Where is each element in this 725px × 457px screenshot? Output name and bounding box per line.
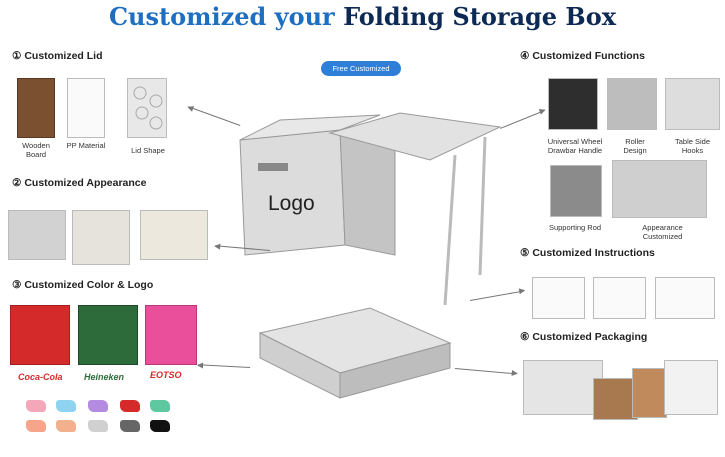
appearance-box-grey bbox=[8, 210, 66, 260]
swatch-red bbox=[120, 400, 140, 412]
swatch-peach bbox=[56, 420, 76, 432]
table-side-hooks-image bbox=[665, 78, 720, 130]
caption-supporting-rod: Supporting Rod bbox=[548, 223, 602, 232]
arrow-to-color bbox=[198, 364, 251, 368]
roller-image bbox=[607, 78, 657, 130]
folding-box-with-table bbox=[239, 112, 502, 306]
caption-table-side-hooks: Table Side Hooks bbox=[674, 137, 711, 155]
appearance-box-open bbox=[140, 210, 208, 260]
instruction-sheet-2 bbox=[593, 277, 646, 319]
section-customized-instructions: ⑤ Customized Instructions bbox=[520, 247, 655, 259]
swatch-black bbox=[150, 420, 170, 432]
swatch-dark-grey bbox=[120, 420, 140, 432]
swatch-light-grey bbox=[88, 420, 108, 432]
packaging-carton bbox=[632, 368, 667, 418]
arrow-to-packaging bbox=[454, 368, 517, 375]
folded-box-image bbox=[258, 307, 452, 399]
caption-lid-shape: Lid Shape bbox=[131, 146, 165, 155]
pink-box-image bbox=[145, 305, 197, 365]
caption-appearance-customized: Appearance Customized bbox=[642, 223, 683, 241]
section-customized-appearance: ② Customized Appearance bbox=[12, 177, 147, 189]
appearance-box-window bbox=[72, 210, 130, 265]
box-logo-label: Logo bbox=[268, 192, 315, 215]
caption-pp-material: PP Material bbox=[66, 141, 106, 150]
lid-shape-image bbox=[127, 78, 167, 138]
arrow-to-functions bbox=[500, 110, 545, 129]
page-title: Customized your Folding Storage Box bbox=[108, 2, 617, 31]
section-customized-color-logo: ③ Customized Color & Logo bbox=[12, 279, 154, 291]
brand-eotso: EOTSO bbox=[150, 370, 182, 380]
swatch-light-blue bbox=[56, 400, 76, 412]
wooden-board-image bbox=[17, 78, 55, 138]
caption-wooden-board: Wooden Board bbox=[22, 141, 50, 159]
appearance-customized-image bbox=[612, 160, 707, 218]
section-customized-packaging: ⑥ Customized Packaging bbox=[520, 331, 648, 343]
caption-wheel-handle: Universal Wheel Drawbar Handle bbox=[547, 137, 603, 155]
section-customized-lid: ① Customized Lid bbox=[12, 50, 103, 62]
caption-roller: Roller Design bbox=[623, 137, 647, 155]
red-box-image bbox=[10, 305, 70, 365]
swatch-salmon bbox=[26, 420, 46, 432]
wheel-handle-image bbox=[548, 78, 598, 130]
instruction-sheet-3 bbox=[655, 277, 715, 319]
brand-heineken: Heineken bbox=[84, 372, 125, 382]
green-box-image bbox=[78, 305, 138, 365]
swatch-mint bbox=[150, 400, 170, 412]
pp-material-image bbox=[67, 78, 105, 138]
packaging-box-window bbox=[523, 360, 603, 415]
free-customized-badge: Free Customized bbox=[321, 61, 401, 76]
section-customized-functions: ④ Customized Functions bbox=[520, 50, 645, 62]
instruction-sheet-1 bbox=[532, 277, 585, 319]
swatch-purple bbox=[88, 400, 108, 412]
packaging-gift-box bbox=[664, 360, 718, 415]
lid-shape-pattern bbox=[133, 86, 163, 130]
swatch-light-pink bbox=[26, 400, 46, 412]
brand-coca-cola: Coca-Cola bbox=[18, 372, 63, 382]
supporting-rod-image bbox=[550, 165, 602, 217]
